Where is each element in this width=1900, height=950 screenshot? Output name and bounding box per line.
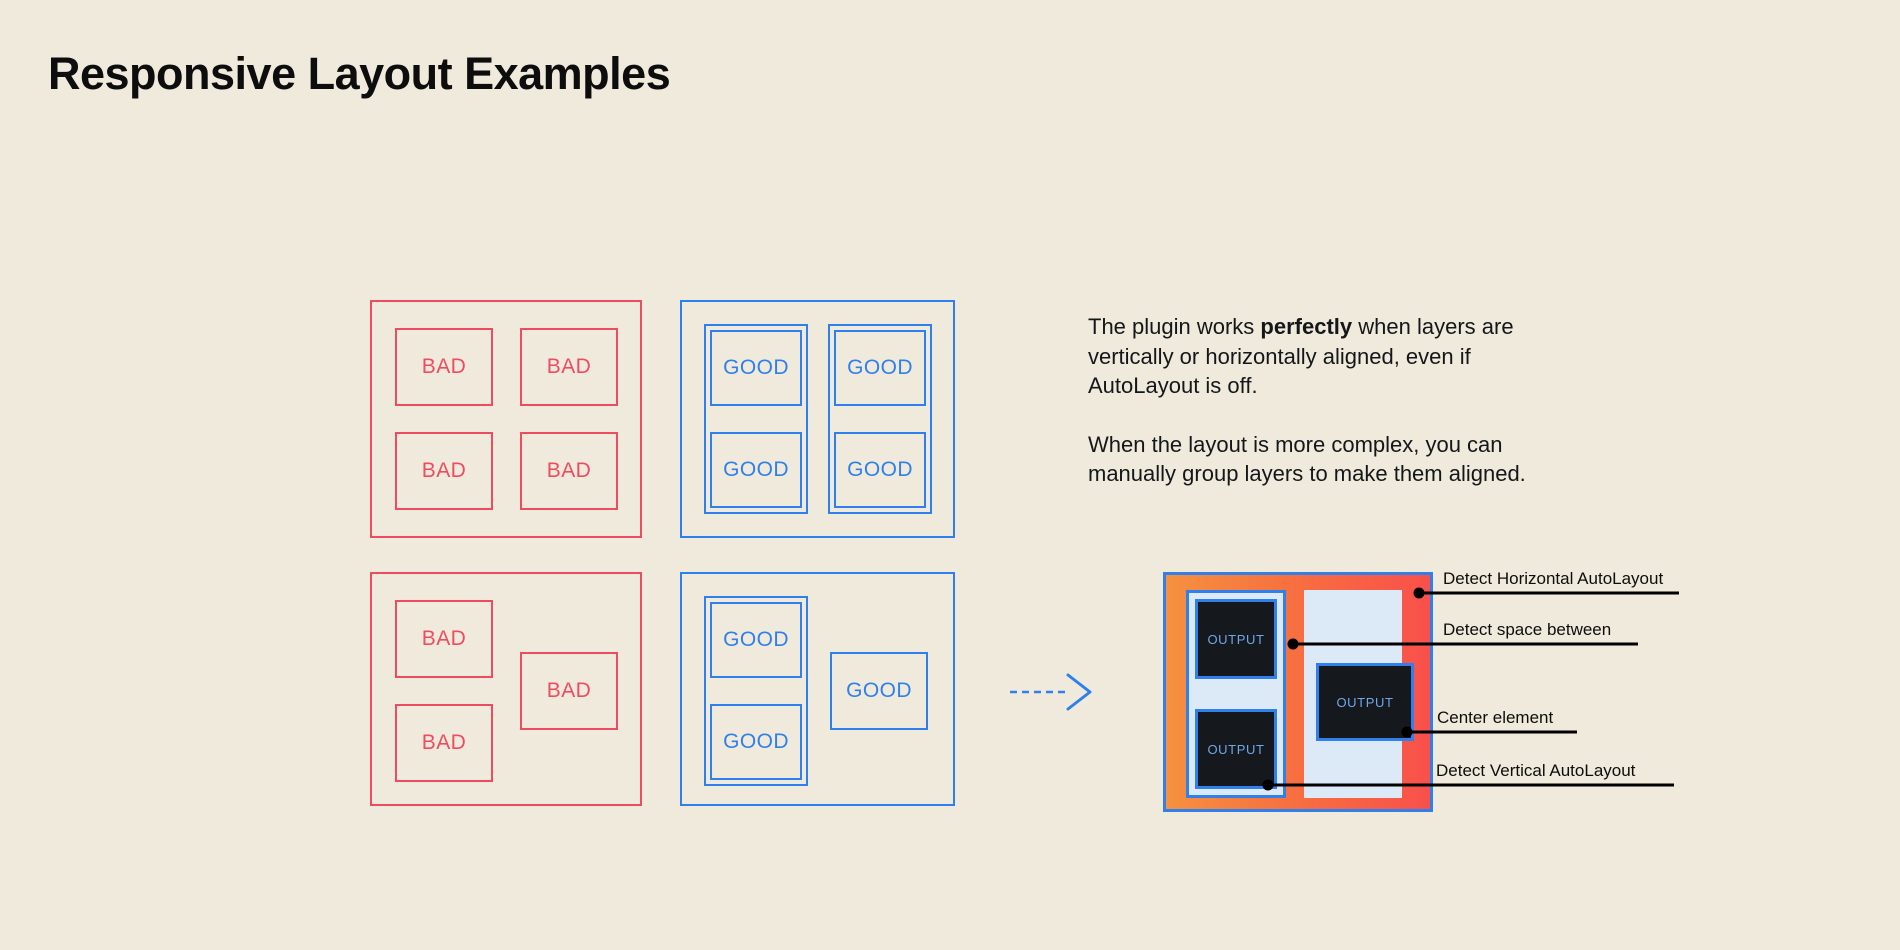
page-title: Responsive Layout Examples — [48, 48, 671, 99]
callout-anchor-dot — [1262, 779, 1274, 791]
bad-grid-cell: BAD — [520, 328, 618, 406]
callout-label: Center element — [1437, 708, 1554, 727]
callout-detect-space-between: Detect space between — [1287, 620, 1638, 654]
callout-leader-line — [1407, 730, 1577, 734]
bad-complex-cell: BAD — [395, 704, 493, 782]
description-text: The plugin works perfectly when layers a… — [1088, 312, 1558, 489]
paragraph-1-tail: when layers are vertically or horizontal… — [1088, 314, 1514, 398]
bad-grid-cell: BAD — [395, 328, 493, 406]
mock-left-group: OUTPUT OUTPUT — [1186, 590, 1286, 798]
annotated-layout-mock: OUTPUT OUTPUT OUTPUT — [1163, 572, 1433, 812]
callout-leader-line — [1268, 783, 1674, 787]
good-grid-cell: GOOD — [710, 330, 802, 406]
dashed-arrow-right-icon — [1010, 673, 1092, 711]
example-bad-grid: BAD BAD BAD BAD — [370, 300, 642, 538]
callout-label: Detect space between — [1443, 620, 1612, 639]
description-paragraph-2: When the layout is more complex, you can… — [1088, 431, 1526, 487]
good-complex-cell: GOOD — [710, 602, 802, 678]
description-paragraph-1: The plugin works perfectly when layers a… — [1088, 312, 1558, 401]
good-grid-column-group: GOOD GOOD — [704, 324, 808, 514]
paragraph-1-emphasis: perfectly — [1260, 314, 1353, 339]
callout-detect-horizontal-autolayout: Detect Horizontal AutoLayout — [1413, 569, 1679, 603]
good-grid-cell: GOOD — [710, 432, 802, 508]
callout-leader-line — [1293, 642, 1638, 646]
bad-grid-cell: BAD — [395, 432, 493, 510]
callout-anchor-dot — [1413, 587, 1425, 599]
example-bad-complex: BAD BAD BAD — [370, 572, 642, 806]
good-complex-cell: GOOD — [830, 652, 928, 730]
good-complex-cell: GOOD — [710, 704, 802, 780]
output-box: OUTPUT — [1316, 663, 1414, 741]
paragraph-1-lead: The plugin works — [1088, 314, 1261, 339]
callout-label: Detect Vertical AutoLayout — [1436, 761, 1636, 780]
callout-label: Detect Horizontal AutoLayout — [1443, 569, 1664, 588]
callout-detect-vertical-autolayout: Detect Vertical AutoLayout — [1262, 761, 1674, 795]
output-box: OUTPUT — [1195, 599, 1277, 679]
example-good-grid: GOOD GOOD GOOD GOOD — [680, 300, 955, 538]
callout-center-element: Center element — [1401, 708, 1577, 742]
bad-grid-cell: BAD — [520, 432, 618, 510]
callout-anchor-dot — [1287, 638, 1299, 650]
bad-complex-cell: BAD — [395, 600, 493, 678]
callout-anchor-dot — [1401, 726, 1413, 738]
example-good-complex: GOOD GOOD GOOD — [680, 572, 955, 806]
good-grid-column-group: GOOD GOOD — [828, 324, 932, 514]
good-grid-cell: GOOD — [834, 330, 926, 406]
bad-complex-cell: BAD — [520, 652, 618, 730]
good-grid-cell: GOOD — [834, 432, 926, 508]
good-complex-column-group: GOOD GOOD — [704, 596, 808, 786]
callout-leader-line — [1419, 591, 1679, 595]
output-box: OUTPUT — [1195, 709, 1277, 789]
